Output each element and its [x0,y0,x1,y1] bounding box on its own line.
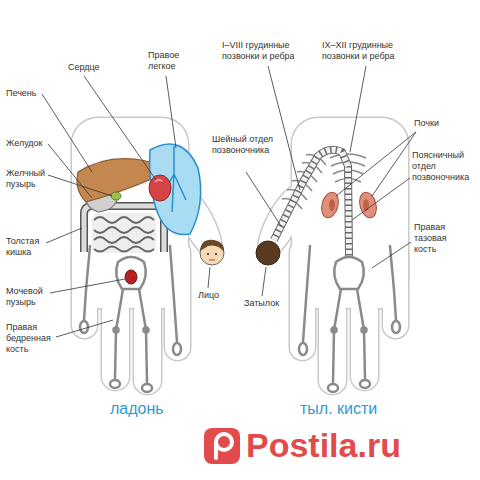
leader-lines [42,66,416,337]
palm-hand-outline [72,118,231,394]
eye [215,253,217,255]
intestine-loop [94,217,154,223]
heart [149,175,171,201]
back-hand-outline [249,118,408,394]
colon-outline [84,206,164,252]
palm-skeleton [80,246,181,392]
eye [207,253,209,255]
spine-label: I–VIII грудинные позвонки и ребра [222,40,312,62]
leader-line [246,172,281,226]
organ-label: Сердце [68,62,118,73]
leader-line [268,66,300,190]
view-caption: ладонь [110,400,164,418]
organ-label: Печень [6,88,56,99]
lung [150,144,201,235]
bladder [125,270,137,284]
gallbladder [111,192,121,200]
leader-line [352,178,410,220]
heart-highlight [155,180,162,182]
palm-hand-fill [72,118,231,394]
organ-label: Толстая кишка [6,236,50,258]
organ-label: Правое легкое [148,50,196,72]
organ-label: Желудок [6,138,62,149]
intestine-loop [94,237,154,243]
organ-label: Желчный пузырь [6,168,52,190]
logo-glyph [214,442,218,458]
leader-line [372,132,416,196]
leader-line [42,94,92,172]
organ-label: Затылок [244,298,288,309]
watermark: Postila.ru [246,428,401,462]
leader-line [48,175,112,196]
leader-line [56,320,113,337]
logo-icon [204,428,240,464]
hand-outline [72,118,408,394]
kidney [357,190,379,219]
spine-label: Поясничный отдел позвоночника [412,150,474,182]
back-hand-fill [249,118,408,394]
intestine-loop [94,247,154,252]
vertebrae [274,150,349,256]
leader-line [372,242,411,268]
organ-label: Почки [414,118,464,129]
organ-label: Правая тазовая кость [414,222,470,254]
kidney-core [329,199,335,211]
back-of-head [256,241,280,265]
hair [200,240,224,252]
leader-line [50,279,125,293]
leader-line [84,76,156,180]
liver [77,159,154,202]
organ-label: Правая бедренная кость [6,322,62,354]
leader-line [350,66,366,152]
spine-label: Шейный отдел позвоночника [212,134,274,156]
hand-fill [72,118,408,394]
back-skeleton [299,246,400,392]
logo-glyph [216,434,232,450]
leader-line [46,228,82,243]
leader-line [166,76,176,148]
mouth [209,260,215,261]
organ-label: Лицо [198,290,238,301]
small-intestine-ground [92,213,156,253]
intestine-loop [94,227,154,233]
organ-label: Мочевой пузырь [6,286,52,308]
intestine [84,206,164,253]
view-caption: тыл. кисти [300,400,377,418]
kidney-core [363,199,369,211]
leader-line [208,267,210,288]
leader-line [48,144,92,198]
small-intestine-loops [94,217,154,252]
spine-label: IX–XII грудинные позвонки и ребра [322,40,412,62]
leader-line [336,132,416,196]
colon-fill [84,206,164,252]
leader-line [262,267,266,296]
spine-outline [274,150,349,256]
